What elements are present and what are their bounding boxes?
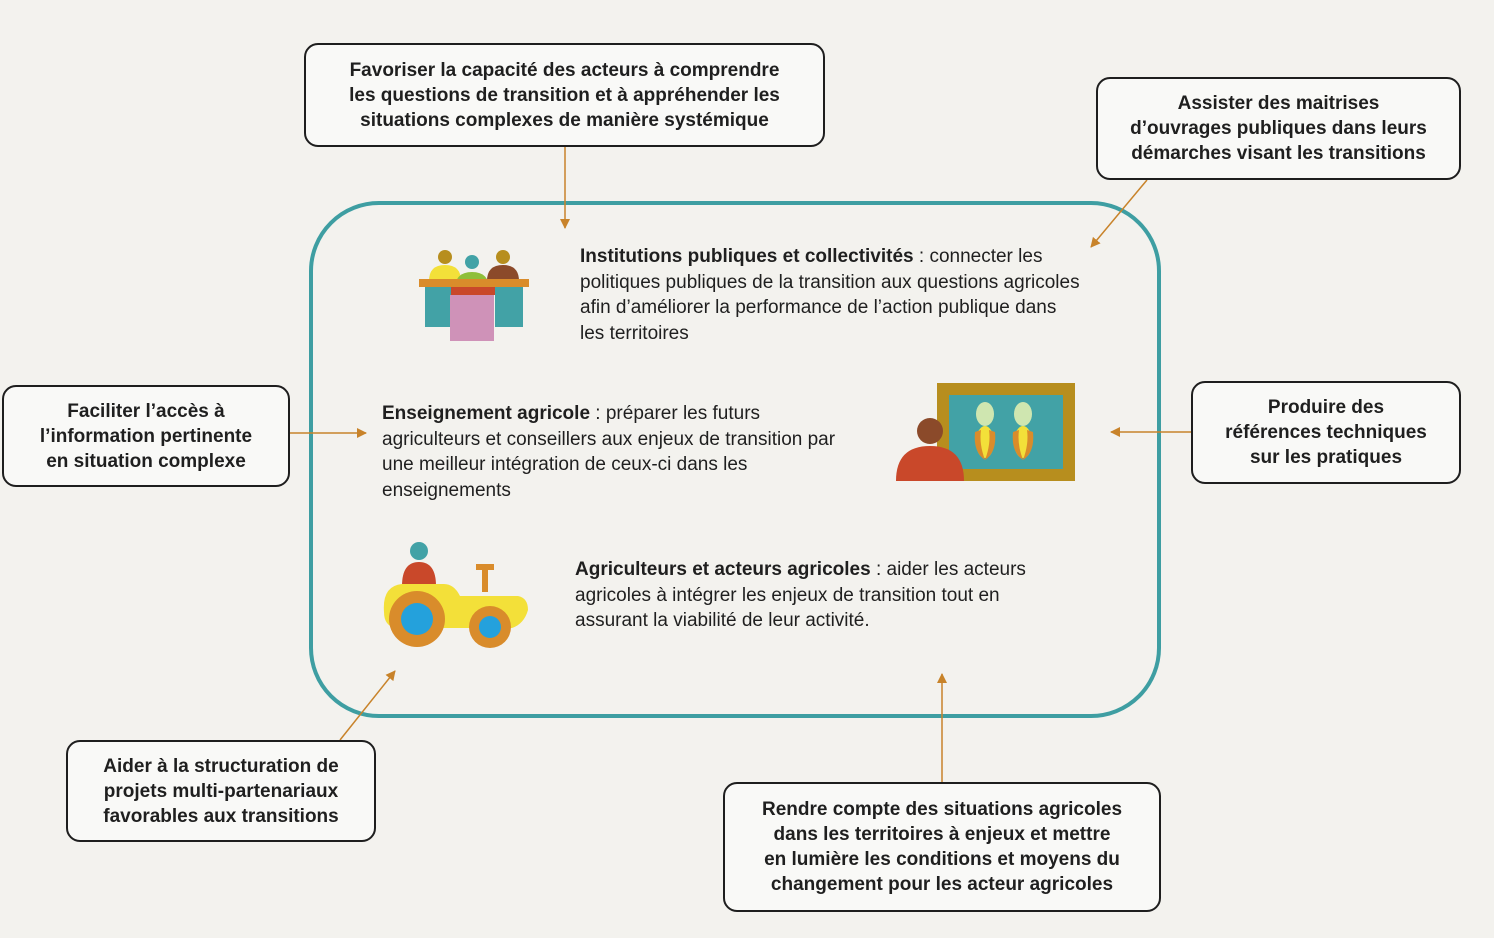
arrow-top-right	[1090, 179, 1148, 248]
council-meeting-icon	[419, 250, 529, 341]
box-right: Produire des références techniques sur l…	[1191, 381, 1461, 484]
box-bottom-right: Rendre compte des situations agricoles d…	[723, 782, 1161, 912]
section-agriculteurs-body: : aider les acteurs agricoles à intégrer…	[575, 559, 1026, 631]
central-panel	[309, 201, 1161, 718]
section-agriculteurs-title: Agriculteurs et acteurs agricoles	[575, 559, 871, 580]
box-bottom-left: Aider à la structuration de projets mult…	[66, 740, 376, 842]
box-left: Faciliter l’accès à l’information pertin…	[2, 385, 290, 487]
arrow-bottom-left	[339, 670, 396, 741]
section-institutions-text: Institutions publiques et collectivités …	[580, 244, 1080, 346]
section-enseignement-text: Enseignement agricole : préparer les fut…	[382, 401, 862, 503]
teacher-board-icon	[896, 383, 1075, 481]
section-institutions-title: Institutions publiques et collectivités	[580, 246, 914, 267]
section-institutions-body: : connecter les politiques publiques de …	[580, 246, 1080, 344]
section-agriculteurs-text: Agriculteurs et acteurs agricoles : aide…	[575, 557, 1075, 634]
box-top-right: Assister des maitrises d’ouvrages publiq…	[1096, 77, 1461, 180]
box-top-center: Favoriser la capacité des acteurs à comp…	[304, 43, 825, 147]
section-enseignement-title: Enseignement agricole	[382, 403, 591, 424]
tractor-icon	[383, 542, 528, 648]
section-enseignement-body: : préparer les futurs agriculteurs et co…	[382, 403, 836, 501]
